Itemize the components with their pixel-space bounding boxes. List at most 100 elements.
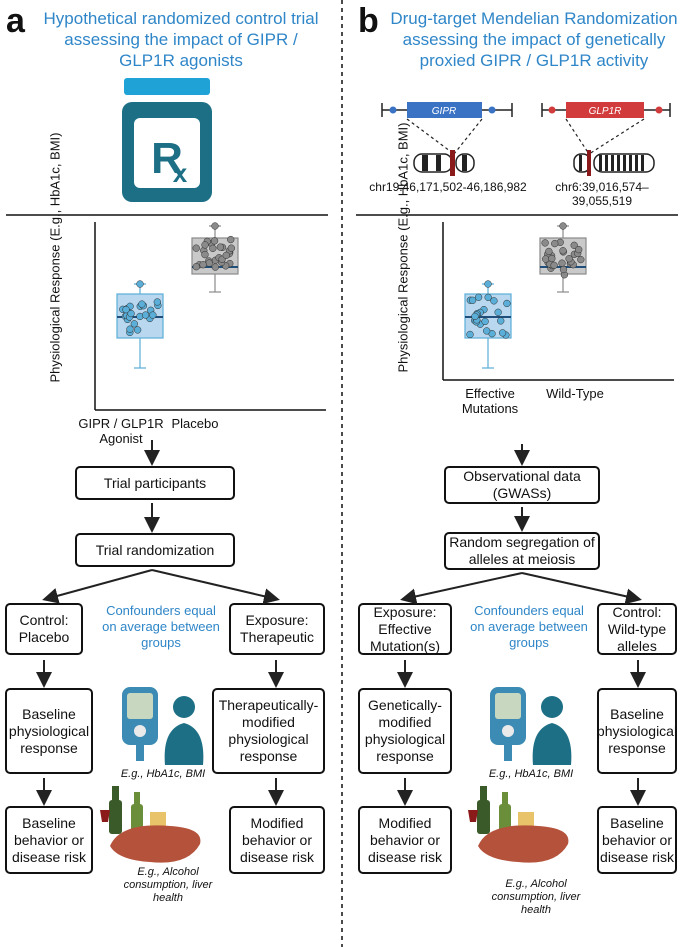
data-point bbox=[497, 317, 505, 325]
data-point bbox=[550, 261, 558, 269]
data-point bbox=[474, 293, 483, 301]
data-point bbox=[138, 300, 146, 308]
modified-risk-box-a: Modified behavior or disease risk bbox=[229, 806, 325, 874]
baseline-risk-box-b: Baseline behavior or disease risk bbox=[597, 806, 677, 874]
panel-a-arrows bbox=[36, 440, 284, 806]
data-point bbox=[559, 265, 568, 274]
panel-a-device-caption: E.g., HbA1c, BMI bbox=[120, 768, 206, 780]
data-point bbox=[141, 311, 150, 319]
alcohol-liver-icon bbox=[468, 786, 569, 863]
panel-b-category-control: Wild-Type bbox=[546, 386, 604, 401]
data-point bbox=[222, 251, 230, 260]
baseline-response-box-a: Baseline physiological response bbox=[5, 688, 93, 774]
control-placebo-box: Control: Placebo bbox=[5, 603, 83, 655]
baseline-response-box-b: Baseline physiological response bbox=[597, 688, 677, 774]
modified-response-box-b: Genetically-modified physiological respo… bbox=[358, 688, 452, 774]
data-point bbox=[192, 244, 200, 252]
data-point bbox=[149, 311, 157, 319]
exposure-therapeutic-box: Exposure: Therapeutic bbox=[229, 603, 325, 655]
data-point bbox=[127, 309, 135, 318]
allele-segregation-box: Random segregation of alleles at meiosis bbox=[444, 532, 600, 570]
data-point bbox=[570, 241, 578, 249]
data-point bbox=[498, 329, 507, 337]
gipr-locus-label: chr19:46,171,502-46,186,982 bbox=[369, 180, 527, 194]
panel-b-device-caption: E.g., HbA1c, BMI bbox=[488, 768, 574, 780]
gene-chromosome-schematic: GIPR GLP1R bbox=[381, 102, 671, 176]
svg-text:x: x bbox=[173, 158, 188, 188]
response-boxplot-b bbox=[442, 222, 674, 381]
control-wildtype-box: Control: Wild-type alleles bbox=[597, 603, 677, 655]
data-point bbox=[216, 243, 224, 251]
data-point bbox=[559, 222, 567, 230]
data-point bbox=[548, 254, 556, 263]
data-point bbox=[227, 235, 235, 244]
data-point bbox=[483, 327, 491, 335]
alcohol-liver-icon bbox=[100, 786, 201, 863]
glucometer-person-icon bbox=[122, 687, 204, 765]
gipr-gene-box bbox=[407, 102, 482, 118]
data-point bbox=[490, 297, 498, 305]
arrow bbox=[151, 569, 280, 605]
panel-b-category-treated: Effective Mutations bbox=[461, 386, 519, 416]
data-point bbox=[209, 244, 217, 252]
modified-response-box-a: Therapeutically-modified physiological r… bbox=[212, 688, 325, 774]
panel-a-category-control: Placebo bbox=[171, 416, 219, 431]
chromosome-6-icon bbox=[573, 150, 655, 176]
data-point bbox=[559, 247, 567, 255]
gipr-gene-label: GIPR bbox=[432, 106, 456, 117]
glucometer-person-icon bbox=[490, 687, 572, 765]
data-point bbox=[134, 326, 142, 334]
chromosome-19-icon bbox=[413, 150, 475, 176]
panel-b-confounders-note: Confounders equal on average between gro… bbox=[470, 603, 588, 650]
svg-text:R: R bbox=[151, 134, 183, 183]
data-point bbox=[484, 280, 492, 288]
data-point bbox=[211, 222, 219, 230]
panel-a-title: Hypothetical randomized control trial as… bbox=[43, 9, 319, 70]
arrow bbox=[42, 569, 153, 604]
response-boxplot-a bbox=[94, 222, 326, 411]
data-point bbox=[468, 296, 477, 304]
data-point bbox=[201, 250, 209, 259]
trial-randomization-box: Trial randomization bbox=[75, 533, 235, 567]
observational-data-box: Observational data (GWASs) bbox=[444, 466, 600, 504]
glp1r-gene-label: GLP1R bbox=[589, 106, 622, 117]
data-point bbox=[471, 312, 479, 321]
glp1r-gene-box bbox=[566, 102, 644, 118]
data-point bbox=[481, 317, 489, 326]
panel-b-letter: b bbox=[358, 2, 379, 40]
data-point bbox=[136, 280, 144, 288]
variant-marker bbox=[655, 106, 663, 114]
data-point bbox=[551, 239, 559, 248]
rx-bottle-icon: R x bbox=[122, 78, 212, 202]
data-point bbox=[541, 239, 549, 247]
data-point bbox=[192, 263, 200, 271]
arrow bbox=[400, 572, 523, 605]
data-point bbox=[503, 299, 511, 308]
data-point bbox=[494, 308, 502, 316]
panel-b-arrows bbox=[397, 444, 646, 806]
panel-a-letter: a bbox=[6, 2, 25, 40]
panel-b-title: Drug-target Mendelian Randomization asse… bbox=[390, 9, 678, 70]
data-point bbox=[575, 245, 583, 254]
data-point bbox=[122, 305, 130, 314]
panel-a-liver-caption: E.g., Alcohol consumption, liver health bbox=[123, 866, 213, 904]
trial-participants-box: Trial participants bbox=[75, 466, 235, 500]
data-point bbox=[201, 241, 209, 249]
variant-marker bbox=[548, 106, 556, 114]
data-point bbox=[227, 244, 235, 252]
exposure-mutation-box: Exposure: Effective Mutation(s) bbox=[358, 603, 452, 655]
panel-a-confounders-note: Confounders equal on average between gro… bbox=[102, 603, 220, 650]
data-point bbox=[126, 325, 134, 333]
panel-a-category-treated: GIPR / GLP1R Agonist bbox=[78, 416, 164, 446]
glp1r-locus-label: chr6:39,016,574–39,055,519 bbox=[555, 180, 649, 208]
data-point bbox=[199, 261, 207, 269]
data-point bbox=[210, 237, 219, 245]
arrow bbox=[521, 572, 642, 605]
data-point bbox=[545, 247, 553, 256]
data-point bbox=[153, 298, 161, 306]
modified-risk-box-b: Modified behavior or disease risk bbox=[358, 806, 452, 874]
baseline-risk-box-a: Baseline behavior or disease risk bbox=[5, 806, 93, 874]
data-point bbox=[565, 255, 573, 263]
variant-marker bbox=[389, 106, 397, 114]
